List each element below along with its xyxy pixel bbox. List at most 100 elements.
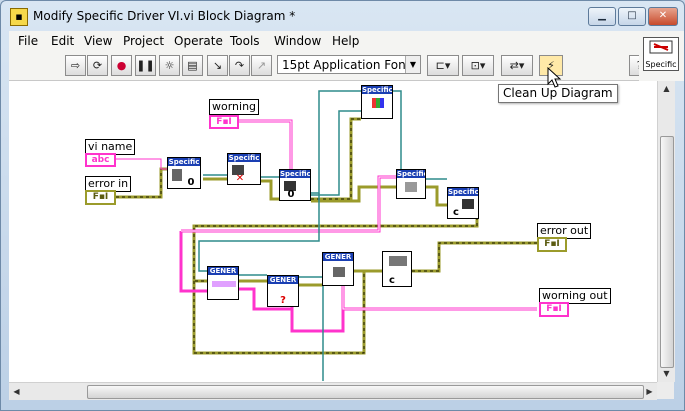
close-button[interactable]: ✕	[648, 7, 678, 26]
question-icon: ?	[280, 295, 286, 306]
horizontal-scroll-thumb[interactable]	[87, 385, 644, 399]
close-icon	[232, 165, 244, 175]
scroll-right-icon[interactable]: ▶	[646, 387, 653, 396]
gener-node-1[interactable]: GENER	[207, 266, 239, 300]
horizontal-scrollbar[interactable]: ◀ ▶	[9, 382, 657, 400]
menu-edit[interactable]: Edit	[51, 34, 75, 48]
maximize-button[interactable]: □	[618, 7, 646, 26]
format-icon	[389, 256, 407, 266]
panel-node[interactable]: Specific	[396, 169, 426, 199]
mouse-cursor-icon	[547, 67, 562, 88]
error-wire[interactable]	[261, 179, 279, 201]
property-icon	[284, 181, 296, 191]
retain-wire-values-icon[interactable]: ▤	[182, 55, 203, 76]
ref-wire[interactable]	[311, 90, 361, 194]
scroll-up-icon[interactable]: ▲	[663, 84, 670, 93]
error-in-label: error in	[85, 176, 132, 192]
node-glyph: c	[453, 207, 459, 218]
align-icon[interactable]: ⊏▾	[427, 55, 459, 76]
string-wire[interactable]	[290, 285, 345, 333]
ref-wire[interactable]	[198, 193, 320, 272]
connector-icon	[649, 40, 673, 54]
menu-file[interactable]: File	[18, 34, 39, 48]
toolbar: ⇨ ⟳ ● ❚❚ ☼ ▤ ↘ ↷ ↗ 15pt Application Font…	[9, 51, 650, 81]
scroll-down-icon[interactable]: ▼	[663, 369, 670, 378]
step-over-icon[interactable]: ↷	[229, 55, 250, 76]
vertical-scrollbar[interactable]: ▲ ▼	[657, 81, 675, 382]
error-wire[interactable]	[192, 211, 479, 283]
reorder-icon[interactable]: ⇄▾	[501, 55, 533, 76]
path-icon	[212, 281, 236, 287]
string-wire[interactable]	[179, 231, 209, 293]
abort-icon[interactable]: ●	[111, 55, 132, 76]
node-glyph: c	[389, 275, 395, 286]
run-continuously-icon[interactable]: ⟳	[87, 55, 108, 76]
scroll-corner	[657, 382, 674, 399]
worning-out-label: worning out	[539, 288, 611, 304]
scroll-left-icon[interactable]: ◀	[13, 387, 20, 396]
window-title: Modify Specific Driver VI.vi Block Diagr…	[33, 9, 296, 23]
minimize-button[interactable]: ▁	[588, 7, 616, 26]
run-arrow-icon[interactable]: ⇨	[65, 55, 86, 76]
step-into-icon[interactable]: ↘	[207, 55, 228, 76]
worning-label: worning	[209, 99, 260, 115]
font-select-value: 15pt Application Font	[282, 58, 411, 72]
error-wire[interactable]	[426, 185, 447, 207]
chevron-down-icon: ▼	[405, 56, 420, 73]
node-header: GENER	[268, 276, 298, 284]
menu-bar: File Edit View Project Operate Tools Win…	[9, 31, 639, 51]
title-bar[interactable]: ▪ Modify Specific Driver VI.vi Block Dia…	[1, 1, 684, 31]
vi-icon-panel: Specific	[639, 31, 684, 81]
invoke-node[interactable]: Specific c	[447, 187, 479, 219]
save-icon	[333, 267, 345, 277]
node-header: GENER	[208, 267, 238, 275]
open-vi-reference-node[interactable]: Specific 0	[167, 157, 201, 189]
node-glyph: 0	[187, 177, 195, 188]
string-wire-thin[interactable]	[116, 158, 169, 170]
node-header: Specific	[397, 170, 425, 178]
ref-wire[interactable]	[311, 110, 361, 196]
step-out-icon[interactable]: ↗	[251, 55, 272, 76]
grid-node[interactable]: Specific	[361, 85, 393, 119]
invoke-icon	[462, 199, 474, 209]
grid-icon	[372, 98, 384, 108]
distribute-icon[interactable]: ⊡▾	[462, 55, 494, 76]
node-header: Specific	[280, 170, 310, 178]
block-diagram[interactable]: worning F▪I vi name abc error in F▪I err…	[9, 81, 657, 382]
node-header: Specific	[362, 86, 392, 94]
pause-icon[interactable]: ❚❚	[135, 55, 156, 76]
close-reference-node[interactable]: Specific ✕	[227, 153, 261, 185]
property-node[interactable]: Specific 0	[279, 169, 311, 201]
vertical-scroll-thumb[interactable]	[660, 136, 674, 368]
gener-node-3[interactable]: GENER	[322, 252, 354, 286]
error-out-terminal[interactable]: F▪I	[537, 237, 567, 252]
document-icon	[172, 169, 182, 181]
format-node[interactable]: c	[382, 251, 412, 287]
menu-operate[interactable]: Operate	[174, 34, 223, 48]
menu-help[interactable]: Help	[332, 34, 360, 48]
menu-view[interactable]: View	[84, 34, 113, 48]
error-wire[interactable]	[412, 241, 537, 273]
node-header: Specific	[168, 158, 200, 166]
worning-out-terminal[interactable]: F▪I	[539, 302, 569, 317]
vi-icon[interactable]: Specific	[643, 37, 679, 71]
gener-node-2[interactable]: GENER ?	[267, 275, 299, 307]
node-glyph: 0	[287, 189, 295, 200]
x-mark-icon: ✕	[235, 173, 245, 184]
font-select[interactable]: 15pt Application Font▼	[277, 55, 421, 74]
menu-tools[interactable]: Tools	[230, 34, 260, 48]
error-out-label: error out	[537, 223, 592, 239]
vi-name-label: vi name	[85, 139, 136, 155]
node-header: Specific	[448, 188, 478, 196]
menu-window[interactable]: Window	[274, 34, 322, 48]
vi-name-terminal[interactable]: abc	[85, 153, 116, 167]
menu-project[interactable]: Project	[123, 34, 165, 48]
error-in-terminal[interactable]: F▪I	[85, 190, 116, 205]
string-wire[interactable]	[341, 285, 537, 311]
labview-icon: ▪	[10, 8, 28, 26]
node-header: GENER	[323, 253, 353, 261]
highlight-execution-icon[interactable]: ☼	[159, 55, 180, 76]
worning-terminal[interactable]: F▪I	[209, 115, 239, 129]
vi-icon-label: Specific	[645, 60, 677, 69]
